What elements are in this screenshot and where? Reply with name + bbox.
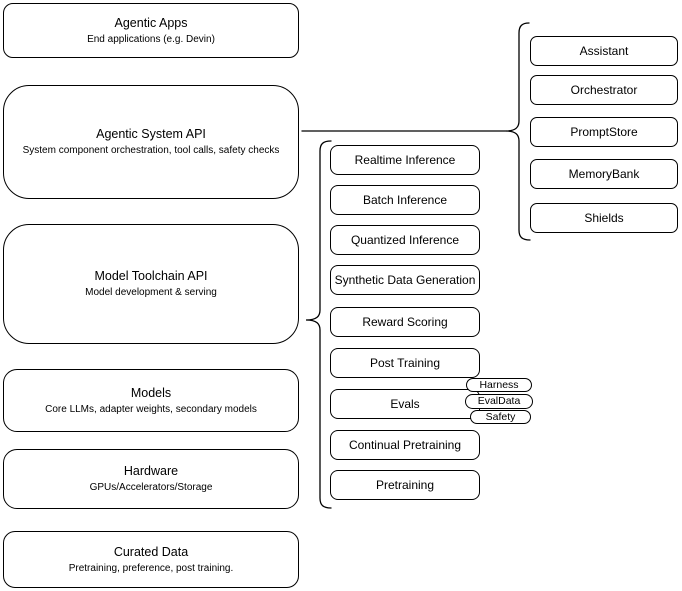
toolchain-item-evals: Evals: [330, 389, 480, 419]
eval-tag-safety: Safety: [470, 410, 531, 424]
system-component-memorybank: MemoryBank: [530, 159, 678, 189]
system-components-brace: [505, 22, 531, 241]
curated-data-box: Curated Data Pretraining, preference, po…: [3, 531, 299, 588]
box-title: Hardware: [123, 464, 179, 478]
toolchain-item-synthetic-data-generation: Synthetic Data Generation: [330, 265, 480, 295]
system-component-shields: Shields: [530, 203, 678, 233]
box-subtitle: Pretraining, preference, post training.: [68, 562, 234, 574]
system-component-orchestrator: Orchestrator: [530, 75, 678, 105]
box-title: Agentic System API: [96, 127, 206, 141]
box-subtitle: Model development & serving: [85, 287, 217, 298]
models-box: Models Core LLMs, adapter weights, secon…: [3, 369, 299, 432]
system-component-assistant: Assistant: [530, 36, 678, 66]
eval-tag-evaldata: EvalData: [465, 394, 533, 409]
toolchain-item-realtime-inference: Realtime Inference: [330, 145, 480, 175]
box-subtitle: GPUs/Accelerators/Storage: [89, 482, 213, 493]
hardware-box: Hardware GPUs/Accelerators/Storage: [3, 449, 299, 509]
system-component-promptstore: PromptStore: [530, 117, 678, 147]
toolchain-item-pretraining: Pretraining: [330, 470, 480, 500]
agentic-system-api-box: Agentic System API System component orch…: [3, 85, 299, 199]
eval-tag-harness: Harness: [466, 378, 532, 392]
model-toolchain-api-box: Model Toolchain API Model development & …: [3, 224, 299, 344]
toolchain-item-post-training: Post Training: [330, 348, 480, 378]
box-subtitle: End applications (e.g. Devin): [87, 33, 215, 45]
toolchain-item-quantized-inference: Quantized Inference: [330, 225, 480, 255]
box-title: Agentic Apps: [114, 15, 188, 30]
toolchain-brace: [305, 140, 332, 509]
box-title: Curated Data: [113, 544, 189, 559]
box-title: Model Toolchain API: [94, 269, 208, 283]
agentic-apps-box: Agentic Apps End applications (e.g. Devi…: [3, 3, 299, 58]
toolchain-item-reward-scoring: Reward Scoring: [330, 307, 480, 337]
toolchain-item-continual-pretraining: Continual Pretraining: [330, 430, 480, 460]
box-subtitle: System component orchestration, tool cal…: [22, 145, 280, 156]
toolchain-item-batch-inference: Batch Inference: [330, 185, 480, 215]
box-subtitle: Core LLMs, adapter weights, secondary mo…: [45, 403, 257, 415]
box-title: Models: [130, 385, 172, 400]
